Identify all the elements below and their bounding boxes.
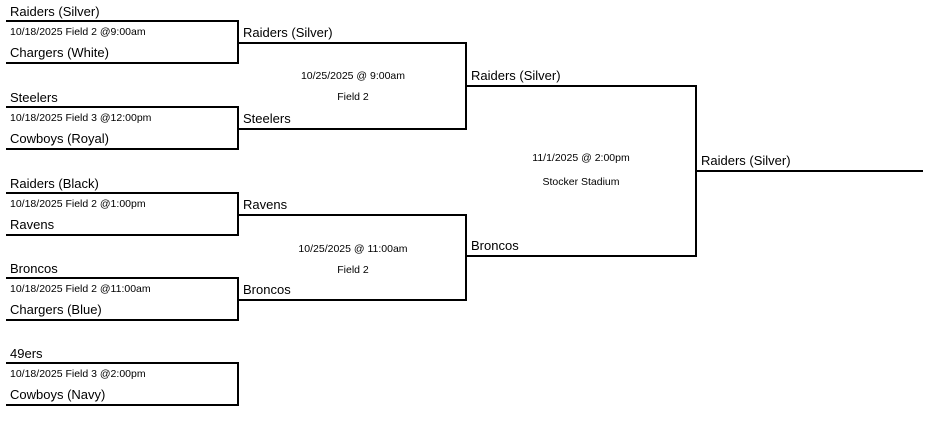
round1-match-5: 49ers 10/18/2025 Field 3 @2:00pm Cowboys… [6,346,239,406]
team-name: Raiders (Silver) [10,4,100,19]
match-schedule: 10/18/2025 Field 2 @9:00am [10,26,146,38]
semifinal-datetime: 10/25/2025 @ 9:00am [300,70,406,82]
advancing-team-name: Raiders (Silver) [243,25,333,40]
team-name: Broncos [10,261,58,276]
advancing-team-name: Broncos [243,282,291,297]
advancement-line: Broncos [467,235,695,257]
team-name: Chargers (Blue) [10,302,102,317]
advancing-team-name: Raiders (Silver) [471,68,561,83]
semifinal-venue: Field 2 [337,91,369,103]
final-datetime: 11/1/2025 @ 2:00pm [532,152,630,164]
team-name: Steelers [10,90,58,105]
final-bracket-edge [695,85,697,257]
team-name: 49ers [10,346,43,361]
advancement-line: Steelers [239,108,467,130]
semifinal1-info: 10/25/2025 @ 9:00am Field 2 [239,70,467,103]
team-name: Chargers (White) [10,45,109,60]
team-name: Ravens [10,217,55,232]
match-schedule: 10/18/2025 Field 3 @2:00pm [10,368,146,380]
semifinal-datetime: 10/25/2025 @ 11:00am [298,243,408,255]
round1-match-4: Broncos 10/18/2025 Field 2 @11:00am Char… [6,261,239,321]
semifinal2-bracket-edge [465,214,467,301]
round1-match-2: Steelers 10/18/2025 Field 3 @12:00pm Cow… [6,90,239,150]
team-name: Cowboys (Navy) [10,387,106,402]
champion-name: Raiders (Silver) [701,153,791,168]
final-info: 11/1/2025 @ 2:00pm Stocker Stadium [467,152,695,188]
champion-line: Raiders (Silver) [697,150,923,172]
team-name: Raiders (Black) [10,176,99,191]
advancement-line: Ravens [239,194,467,216]
advancement-line: Raiders (Silver) [467,65,695,87]
match-schedule: 10/18/2025 Field 2 @1:00pm [10,198,146,210]
semifinal-venue: Field 2 [337,264,369,276]
team-name: Cowboys (Royal) [10,131,109,146]
round1-match-1: Raiders (Silver) 10/18/2025 Field 2 @9:0… [6,4,239,64]
round1-match-3: Raiders (Black) 10/18/2025 Field 2 @1:00… [6,176,239,236]
semifinal2-info: 10/25/2025 @ 11:00am Field 2 [239,243,467,276]
advancing-team-name: Steelers [243,111,291,126]
advancement-line: Broncos [239,279,467,301]
advancing-team-name: Ravens [243,197,288,212]
match-schedule: 10/18/2025 Field 2 @11:00am [10,283,151,295]
match-schedule: 10/18/2025 Field 3 @12:00pm [10,112,152,124]
advancing-team-name: Broncos [471,238,519,253]
semifinal1-bracket-edge [465,42,467,130]
final-venue: Stocker Stadium [542,176,620,188]
advancement-line: Raiders (Silver) [239,22,467,44]
